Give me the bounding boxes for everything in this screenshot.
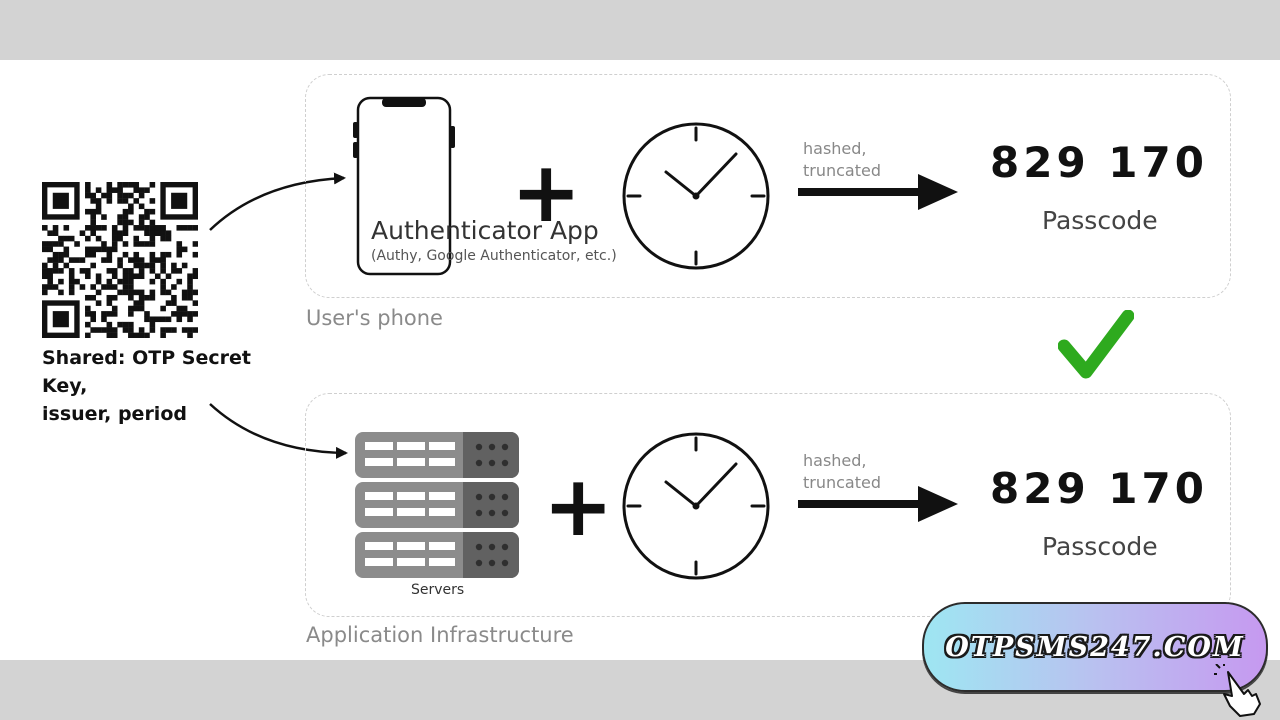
checkmark-stroke	[1058, 310, 1134, 379]
passcode-label-top: Passcode	[1042, 206, 1158, 235]
clock-icon	[622, 432, 770, 580]
shared-secret-label-line2: issuer, period	[42, 403, 187, 425]
arrow-to-servers	[209, 403, 348, 459]
users-phone-group	[305, 74, 1231, 298]
servers-icon	[355, 432, 519, 578]
phone-icon	[353, 96, 455, 276]
hash-label-top-line1: hashed,	[803, 139, 867, 158]
shared-secret-label: Shared: OTP Secret Key, issuer, period	[42, 344, 302, 428]
plus-sign-top: +	[511, 143, 582, 241]
hash-label-bottom-line2: truncated	[803, 473, 882, 492]
qr-code-icon	[42, 182, 198, 338]
website-badge[interactable]: OTPSMS247.COM	[922, 602, 1268, 692]
diagram-canvas: Shared: OTP Secret Key, issuer, period U…	[0, 60, 1280, 660]
application-infrastructure-label: Application Infrastructure	[306, 623, 574, 647]
arrow-right-icon	[798, 486, 958, 522]
checkmark-icon	[1058, 310, 1134, 379]
arrow-to-phone	[209, 172, 346, 231]
hash-label-top: hashed, truncated	[803, 138, 881, 182]
passcode-value-bottom: 829 170	[990, 464, 1208, 513]
pointing-hand-icon	[1214, 664, 1261, 717]
website-badge-text[interactable]: OTPSMS247.COM	[945, 631, 1245, 663]
arrow-right-icon	[798, 174, 958, 210]
authenticator-app-subtitle: (Authy, Google Authenticator, etc.)	[371, 248, 617, 264]
application-infrastructure-group	[305, 393, 1231, 617]
users-phone-label: User's phone	[306, 306, 443, 330]
shared-secret-label-line1: Shared: OTP Secret Key,	[42, 347, 251, 397]
hash-label-top-line2: truncated	[803, 161, 882, 180]
authenticator-app-title: Authenticator App	[371, 216, 599, 245]
connector-arrows	[209, 172, 348, 459]
passcode-value-top: 829 170	[990, 138, 1208, 187]
hash-label-bottom-line1: hashed,	[803, 451, 867, 470]
hash-label-bottom: hashed, truncated	[803, 450, 881, 494]
servers-label: Servers	[411, 582, 465, 598]
clock-icon	[622, 122, 770, 270]
passcode-label-bottom: Passcode	[1042, 532, 1158, 561]
plus-sign-bottom: +	[543, 457, 614, 555]
